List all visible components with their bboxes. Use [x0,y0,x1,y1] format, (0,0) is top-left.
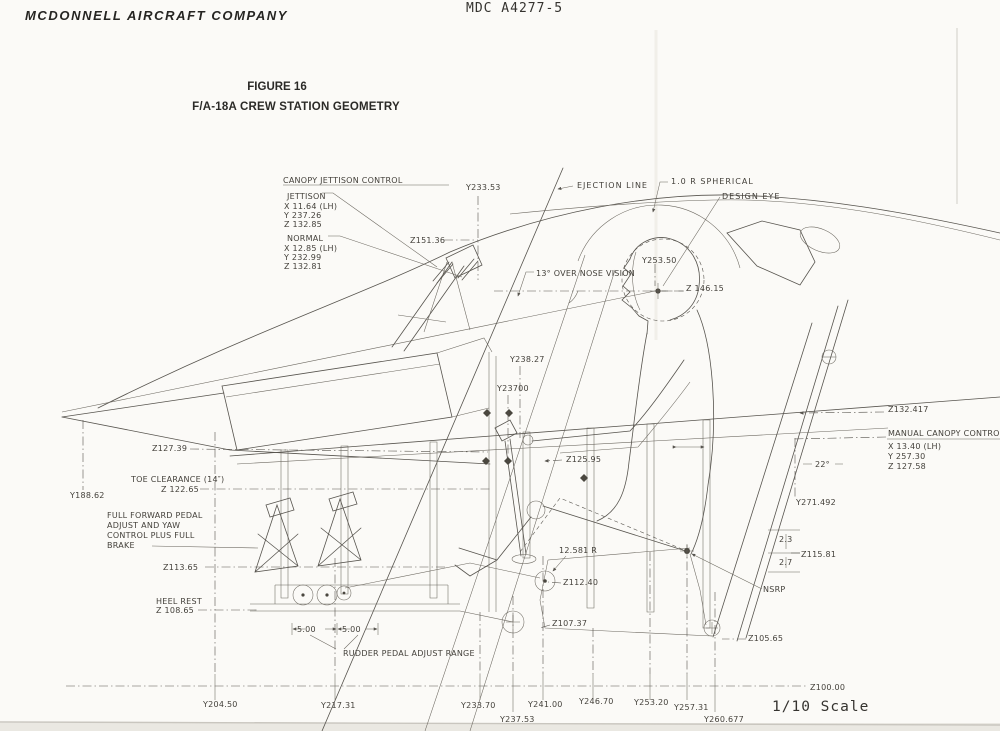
design-eye-waterline-label: Z 146.15 [686,284,724,293]
station-label: Y253.20 [633,698,669,707]
ejection-line-label: EJECTION LINE [577,181,648,190]
company-name: MCDONNELL AIRCRAFT COMPANY [25,8,289,23]
design-eye-station-label: Y253.50 [641,256,677,265]
pedal-dim-fwd: 5.00 [297,625,316,634]
toe-clearance-line2: Z 122.65 [161,485,199,494]
pedal-note-line4: BRAKE [107,541,135,550]
seat-dim-upper-label: 2.3 [779,535,792,544]
arm-upper [531,359,685,442]
face-profile [621,258,649,335]
seat-back-angle-label: 22° [815,460,830,469]
scale-note: 1/10 Scale [772,699,870,715]
nose-station-label: Y188.62 [69,491,105,500]
jettison-z: Z 132.85 [284,220,322,229]
thigh [542,505,690,553]
baseline-stations [66,432,806,712]
nsrp-label: NSRP [763,585,785,594]
alternate-leg [519,497,690,553]
stick-pivot-waterline-label: Z112.40 [563,578,598,587]
normal-z: Z 132.81 [284,262,322,271]
figure-title: F/A-18A CREW STATION GEOMETRY [192,101,400,113]
figure-label: FIGURE 16 [247,81,307,93]
floor-waterline-label: Z107.37 [552,619,587,628]
helmet-outline [629,237,700,321]
jettison-label: JETTISON [286,192,326,201]
knee [526,500,546,520]
seat-station-label: Y271.492 [795,498,836,507]
airframe-lines [61,167,1000,731]
console-waterline-label: Z125.95 [566,455,601,464]
station-label: Y246.70 [578,697,614,706]
station-y237-label: Y23700 [496,384,529,393]
station-label: Y233.70 [460,701,496,710]
leg-foot [454,516,532,577]
pilot-figure [454,237,714,577]
arm-lower [559,381,691,454]
document-number: MDC A4277-5 [466,1,564,16]
station-label: Y260.677 [703,715,744,724]
spherical-label: 1.0 R SPHERICAL [671,177,754,186]
jettison-y: Y 237.26 [283,211,321,220]
manual-canopy-y: Y 257.30 [887,452,925,461]
station-label: Y237.53 [499,715,535,724]
toe-clearance-line1: TOE CLEARANCE (14″) [130,475,224,484]
design-eye-label: DESIGN EYE [722,192,780,201]
stick-radius-label: 12.581 R [559,546,597,555]
ejection-seat [501,220,849,642]
fuselage-waterline-label: Z127.39 [152,444,187,453]
reference-markers [482,283,705,482]
manual-canopy-x: X 13.40 (LH) [888,442,941,451]
torso-back [690,309,714,555]
normal-y: Y 232.99 [283,253,321,262]
baseline-waterline-label: Z100.00 [810,683,845,692]
pedal-note-line1: FULL FORWARD PEDAL [107,511,203,520]
heel-rest-line2: Z 108.65 [156,606,194,615]
pedal-note-line3: CONTROL PLUS FULL [107,531,195,540]
headrest [726,220,816,286]
hud-assembly [391,244,483,352]
canopy-jettison-heading: CANOPY JETTISON CONTROL [283,176,403,185]
pedal-waterline-label: Z113.65 [163,563,198,572]
pedal-dim-aft: 5.00 [342,625,361,634]
head-clearance-circle [621,238,705,322]
nsrp-waterline-label: Z115.81 [801,550,836,559]
torso-chest [596,332,648,522]
seat-bucket [539,553,713,637]
seat-bottom-waterline-label: Z105.65 [748,634,783,643]
manual-canopy-heading: MANUAL CANOPY CONTROL [888,429,1000,438]
station-label: Y257.31 [673,703,709,712]
station-label: Y217.31 [320,701,356,710]
instrument-panel [221,337,497,612]
page-artifacts [0,28,1000,731]
normal-x: X 12.85 (LH) [284,244,337,253]
over-nose-label: 13° OVER NOSE VISION [536,269,635,278]
station-label: Y241.00 [527,700,563,709]
seat-dim-lower-label: 2.7 [779,558,792,567]
jettison-x: X 11.64 (LH) [284,202,337,211]
pedal-note-line2: ADJUST AND YAW [107,521,180,530]
manual-canopy-z: Z 127.58 [888,462,926,471]
labels: CANOPY JETTISON CONTROL JETTISON X 11.64… [69,176,1000,724]
dimension-lines [82,181,1000,650]
visor-line [632,251,641,311]
drogue-container [799,226,841,254]
station-y238-label: Y238.27 [509,355,545,364]
cockpit-frame-posts [280,419,711,629]
sill-waterline-label: Z132.417 [888,405,929,414]
rudder-range-label: RUDDER PEDAL ADJUST RANGE [343,649,475,658]
heel-rest-line1: HEEL REST [156,597,202,606]
station-label: Y204.50 [202,700,238,709]
rudder-pedal-assembly [250,491,541,623]
canopy-waterline-label: Z151.36 [410,236,445,245]
canopy-station-label: Y233.53 [465,183,501,192]
hand [522,434,534,446]
normal-label: NORMAL [287,234,323,243]
